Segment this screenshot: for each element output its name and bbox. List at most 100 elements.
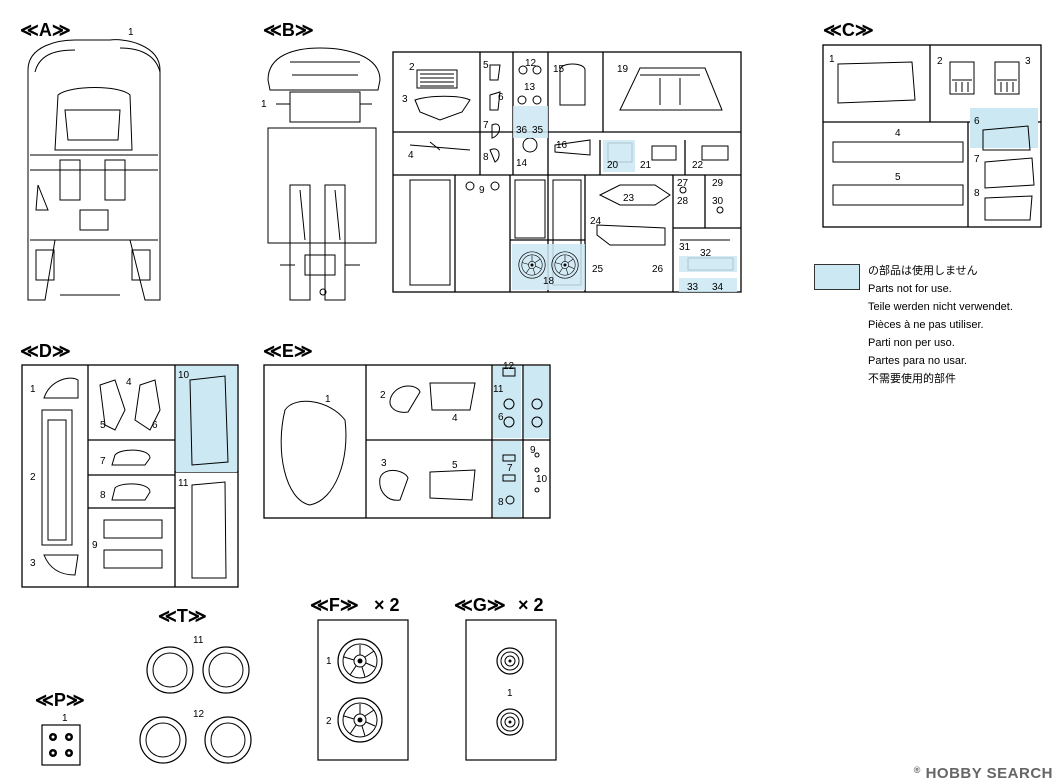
tire-11-b [202,646,250,694]
part-number: 10 [536,474,548,485]
part-number: 1 [261,99,267,110]
part-number: 8 [483,152,489,163]
section-p: ≪P≫ 1 [35,690,85,766]
part-number: 6 [498,92,504,103]
part-number: 23 [623,193,635,204]
part-number: 4 [895,128,901,139]
legend-line-en: Parts not for use. [868,283,952,295]
section-t-label: ≪T≫ [158,606,207,626]
part-number: 3 [30,558,36,569]
part-number: 5 [452,460,458,471]
section-g-qty: × 2 [518,595,544,615]
part-number: 8 [498,497,504,508]
part-number: 2 [380,390,386,401]
part-number: 14 [516,158,528,169]
part-number: 8 [100,490,106,501]
part-number: 12 [525,58,537,69]
section-f-label: ≪F≫ [310,595,359,615]
part-number: 21 [640,160,652,171]
part-number: 9 [530,445,536,456]
part-number: 22 [692,160,704,171]
section-f-qty: × 2 [374,595,400,615]
part-number: 30 [712,196,724,207]
part-number: 1 [325,394,331,405]
part-number: 6 [152,420,158,431]
part-number: 3 [402,94,408,105]
section-b-label: ≪B≫ [263,20,314,40]
part-number: 10 [178,370,190,381]
part-number: 7 [507,463,513,474]
part-number: 4 [452,413,458,424]
part-number: 25 [592,264,604,275]
section-c-label: ≪C≫ [823,20,874,40]
legend-line-it: Parti non per uso. [868,337,955,349]
part-number: 12 [193,709,205,720]
part-number: 26 [652,264,664,275]
part-number: 29 [712,178,724,189]
part-number: 2 [409,62,415,73]
part-number: 27 [677,178,689,189]
part-number: 24 [590,216,602,227]
part-number: 6 [498,412,504,423]
part-number: 3 [1025,56,1031,67]
f-sprue-frame [317,619,409,761]
d-sprue-frame [21,364,239,588]
part-number: 2 [326,716,332,727]
e-sprue-frame [263,364,551,519]
part-number: 4 [408,150,414,161]
part-number: 5 [895,172,901,183]
part-number: 2 [937,56,943,67]
watermark-mark: ® [913,765,921,775]
part-number: 11 [493,384,504,395]
part-number: 15 [553,64,565,75]
part-number: 19 [617,64,629,75]
part-number: 28 [677,196,689,207]
part-number: 3 [381,458,387,469]
legend-line-es: Partes para no usar. [868,355,968,367]
section-e-label: ≪E≫ [263,341,313,361]
b-parts-outlines [409,63,734,286]
part-number: 9 [479,185,485,196]
part-number: 31 [679,242,691,253]
section-a-label: ≪A≫ [20,20,71,40]
part-number: 7 [974,154,980,165]
chassis-part [267,47,381,301]
part-number: 8 [974,188,980,199]
legend-line-de: Teile werden nicht verwendet. [868,301,1013,313]
section-a: ≪A≫ 1 [20,20,161,301]
section-p-label: ≪P≫ [35,690,85,710]
part-number: 6 [974,116,980,127]
part-number: 2 [30,472,36,483]
part-number: 4 [126,377,132,388]
part-number: 11 [178,478,189,489]
part-number: 35 [532,125,544,136]
part-number: 33 [687,282,699,293]
legend-line-fr: Pièces à ne pas utiliser. [868,319,984,331]
part-number: 1 [829,54,835,65]
section-g-label: ≪G≫ [454,595,506,615]
section-c: ≪C≫ 1 2 3 4 5 6 7 8 [822,20,1042,228]
section-f: ≪F≫ × 2 1 2 [310,595,409,761]
part-number: 5 [483,60,489,71]
part-number: 5 [100,420,106,431]
tire-12-b [204,716,252,764]
part-number: 1 [128,27,134,38]
part-number: 13 [524,82,536,93]
part-number: 11 [193,635,204,646]
part-number: 7 [100,456,106,467]
part-number: 16 [556,140,568,151]
part-number: 1 [507,688,513,699]
tire-12-a [139,716,187,764]
e-unused-highlights [493,366,549,517]
unused-parts-swatch [814,264,860,290]
b-unused-highlights [512,106,737,292]
part-number: 36 [516,125,528,136]
part-number: 1 [30,384,36,395]
tire-11-a [146,646,194,694]
watermark: ® HOBBY SEARCH [914,765,1053,782]
part-number: 9 [92,540,98,551]
